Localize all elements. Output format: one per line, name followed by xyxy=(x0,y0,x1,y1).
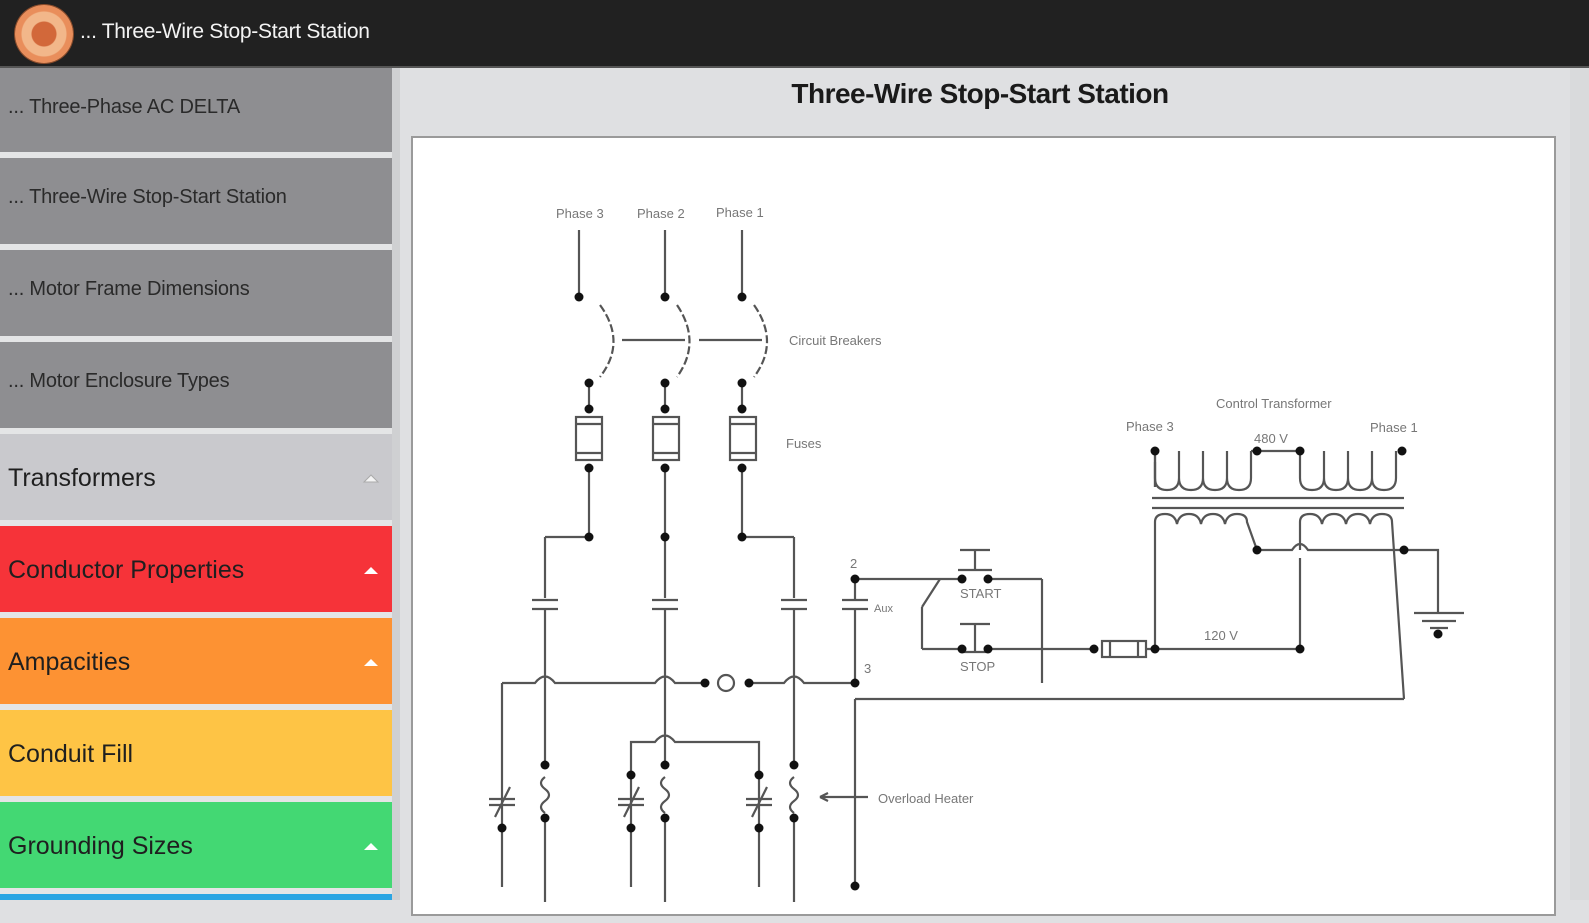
category-ampacities[interactable]: Ampacities xyxy=(0,618,392,704)
label-ct-phase3: Phase 3 xyxy=(1126,419,1174,434)
category-label: Conduit Fill xyxy=(8,740,134,768)
diagram-svg: Phase 3 Phase 2 Phase 1 Circuit Breakers… xyxy=(489,205,1464,902)
label-stop: STOP xyxy=(960,659,995,674)
label-ct-phase1: Phase 1 xyxy=(1370,420,1418,435)
sidebar-item-three-phase-delta[interactable]: ... Three-Phase AC DELTA xyxy=(0,68,392,152)
category-conductor-properties[interactable]: Conductor Properties xyxy=(0,526,392,612)
label-overload-heater: Overload Heater xyxy=(878,791,974,806)
sidebar-item-label: ... Motor Enclosure Types xyxy=(8,370,230,392)
label-120v: 120 V xyxy=(1204,628,1238,643)
category-conduit-fill[interactable]: Conduit Fill xyxy=(0,710,392,796)
label-phase1: Phase 1 xyxy=(716,205,764,220)
sidebar-item-label: ... Three-Phase AC DELTA xyxy=(8,96,240,118)
label-480v: 480 V xyxy=(1254,431,1288,446)
category-label: Conductor Properties xyxy=(8,556,245,584)
label-circuit-breakers: Circuit Breakers xyxy=(789,333,882,348)
category-transformers[interactable]: Transformers xyxy=(0,434,392,520)
app-logo-icon[interactable] xyxy=(15,5,73,63)
category-label: Grounding Sizes xyxy=(8,832,193,860)
label-fuses: Fuses xyxy=(786,436,822,451)
category-label: Transformers xyxy=(8,464,156,492)
page-title: Three-Wire Stop-Start Station xyxy=(791,78,1169,109)
label-phase2: Phase 2 xyxy=(637,206,685,221)
app-bar: ... Three-Wire Stop-Start Station xyxy=(0,0,1589,68)
chevron-up-icon xyxy=(362,474,380,483)
chevron-up-icon xyxy=(364,567,378,574)
chevron-up-icon xyxy=(364,843,378,850)
label-node2: 2 xyxy=(850,556,857,571)
label-aux: Aux xyxy=(874,603,893,615)
label-node3: 3 xyxy=(864,661,871,676)
content-scrollbar[interactable] xyxy=(1570,68,1589,900)
wiring-diagram: Phase 3 Phase 2 Phase 1 Circuit Breakers… xyxy=(411,136,1556,916)
label-start: START xyxy=(960,586,1001,601)
category-label: Ampacities xyxy=(8,648,131,676)
sidebar-divider xyxy=(392,68,400,900)
sidebar-item-label: ... Three-Wire Stop-Start Station xyxy=(8,186,287,208)
sidebar-nav: ... Three-Phase AC DELTA ... Three-Wire … xyxy=(0,68,392,900)
sidebar-item-label: ... Motor Frame Dimensions xyxy=(8,278,250,300)
sidebar-item-three-wire-station[interactable]: ... Three-Wire Stop-Start Station xyxy=(0,158,392,244)
sidebar-item-motor-enclosure[interactable]: ... Motor Enclosure Types xyxy=(0,342,392,428)
sidebar-item-motor-frame[interactable]: ... Motor Frame Dimensions xyxy=(0,250,392,336)
app-bar-title: ... Three-Wire Stop-Start Station xyxy=(80,20,370,43)
label-phase3: Phase 3 xyxy=(556,206,604,221)
label-control-transformer: Control Transformer xyxy=(1216,396,1332,411)
chevron-up-icon xyxy=(364,659,378,666)
category-grounding-sizes[interactable]: Grounding Sizes xyxy=(0,802,392,888)
category-next[interactable] xyxy=(0,894,392,900)
